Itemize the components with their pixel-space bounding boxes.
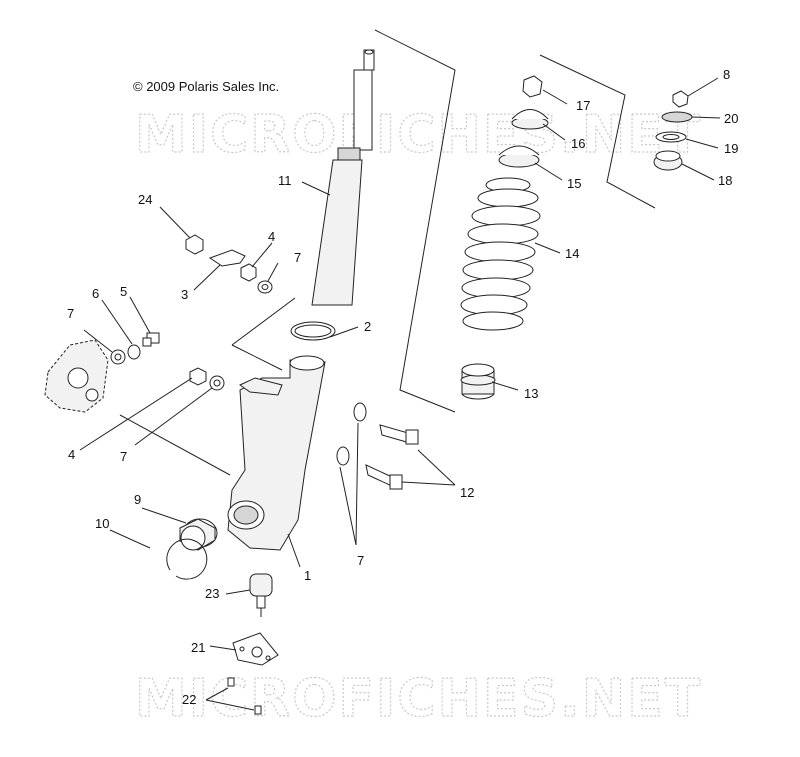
callout-4-lower: 4 [68, 447, 75, 462]
snap-ring [166, 538, 208, 580]
callout-3: 3 [181, 287, 188, 302]
o-ring [290, 321, 336, 341]
group-bracket-lines [231, 29, 656, 413]
callout-numbers: 1 2 3 4 4 5 6 7 7 7 7 8 9 10 11 12 13 14… [67, 67, 738, 707]
callout-13: 13 [524, 386, 538, 401]
callout-7-middle: 7 [120, 449, 127, 464]
callout-11: 11 [278, 173, 292, 188]
callout-4-upper: 4 [268, 229, 275, 244]
washer-7-right-upper [353, 402, 367, 422]
callout-24: 24 [138, 192, 152, 207]
bolt-12-upper [379, 424, 419, 445]
bracket-3 [208, 249, 246, 267]
callout-16: 16 [571, 136, 585, 151]
washer-20 [661, 111, 693, 123]
callout-7-left: 7 [67, 306, 74, 321]
bump-stop [460, 363, 496, 400]
washer-7-upper [257, 280, 273, 294]
callout-5: 5 [120, 284, 127, 299]
watermark-top: MICROFICHES.NET [135, 105, 702, 165]
callout-7-upper: 7 [294, 250, 301, 265]
washer-6 [127, 344, 141, 360]
spring-seat [498, 145, 540, 168]
callout-18: 18 [718, 173, 732, 188]
coil-spring [460, 177, 541, 331]
callout-22: 22 [182, 692, 196, 707]
callout-6: 6 [92, 286, 99, 301]
screw-22-upper [227, 677, 235, 687]
watermark-bottom: MICROFICHES.NET [135, 669, 702, 729]
callout-15: 15 [567, 176, 581, 191]
callout-10: 10 [95, 516, 109, 531]
top-nut [522, 75, 543, 98]
screw-22-lower [254, 705, 262, 715]
upper-mount [511, 109, 549, 130]
washer-7-middle [209, 375, 225, 391]
mounting-plate [232, 632, 279, 666]
nut-4-upper [240, 263, 257, 282]
shock-absorber [311, 49, 375, 306]
callout-8: 8 [723, 67, 730, 82]
copyright-text: © 2009 Polaris Sales Inc. [133, 79, 279, 94]
nut-8 [672, 90, 689, 108]
washer-7-right-lower [336, 446, 350, 466]
bolt-5 [142, 332, 160, 347]
bearing [179, 518, 218, 551]
bushing-18 [653, 150, 683, 171]
brake-caliper [44, 339, 109, 413]
ball-joint [249, 573, 273, 617]
steering-knuckle [227, 355, 326, 551]
callout-17: 17 [576, 98, 590, 113]
callout-1: 1 [304, 568, 311, 583]
callout-23: 23 [205, 586, 219, 601]
nut-4-lower [189, 367, 207, 386]
callout-7-right: 7 [357, 553, 364, 568]
callout-9: 9 [134, 492, 141, 507]
leader-lines [79, 77, 721, 711]
nut-24 [185, 234, 204, 255]
callout-12: 12 [460, 485, 474, 500]
callout-20: 20 [724, 111, 738, 126]
washer-7-left [110, 349, 126, 365]
callout-21: 21 [191, 640, 205, 655]
washer-19 [655, 131, 687, 143]
callout-14: 14 [565, 246, 579, 261]
callout-19: 19 [724, 141, 738, 156]
bolt-12-lower [365, 464, 403, 490]
callout-2: 2 [364, 319, 371, 334]
